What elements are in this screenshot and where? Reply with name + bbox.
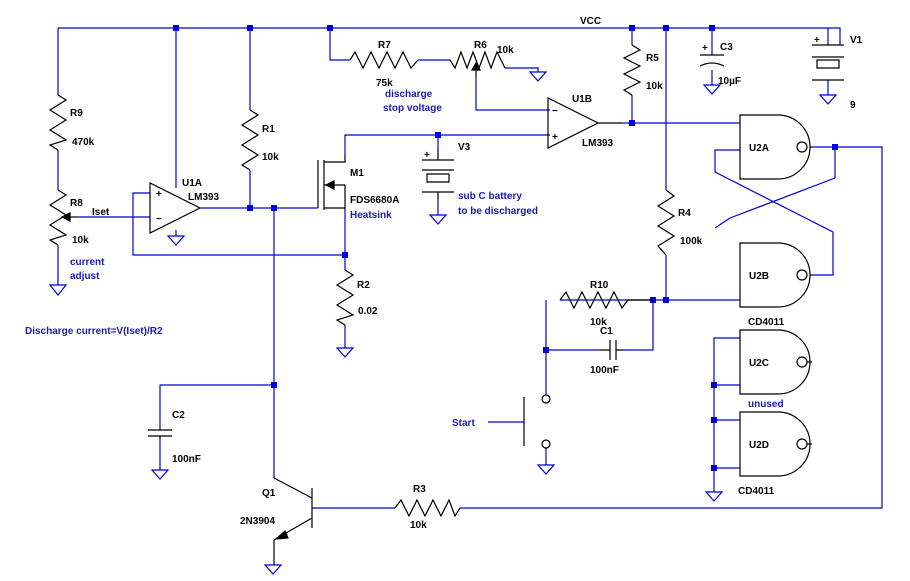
mosfet-m1: M1 FDS6680A Heatsink [317, 155, 399, 221]
iset-label: Iset [92, 207, 110, 218]
v1-value: 9 [850, 100, 856, 111]
v1-ref: V1 [850, 35, 863, 46]
nand-u2c: U2C [739, 329, 812, 395]
ground-symbols [48, 71, 838, 575]
r1-ref: R1 [262, 124, 275, 135]
potentiometer-r6: R6 10k [449, 40, 514, 78]
discharge-note-1: discharge [385, 89, 433, 100]
u2b-ref: U2B [749, 271, 769, 282]
r6-ref: R6 [474, 40, 487, 51]
u2d-value: CD4011 [738, 486, 775, 497]
potentiometer-r8: R8 10k [48, 189, 89, 246]
r7-ref: R7 [378, 40, 391, 51]
c2-value: 100nF [172, 454, 201, 465]
c3-plus: + [702, 43, 708, 54]
junction-dots [173, 25, 838, 471]
resistor-r3: R3 10k [394, 484, 461, 531]
u1a-plus: + [156, 189, 162, 200]
unused-note: unused [748, 399, 784, 410]
resistor-r2: R2 0.02 [335, 269, 378, 326]
q1-ref: Q1 [262, 488, 276, 499]
u1a-ref: U1A [182, 178, 202, 189]
r1-value: 10k [262, 152, 279, 163]
resistor-r7: R7 75k [349, 40, 419, 89]
current-adjust-note-1: current [70, 257, 105, 268]
capacitor-c2: C2 100nF [148, 410, 201, 465]
u1b-ref: U1B [572, 94, 592, 105]
formula-note: Discharge current=V(Iset)/R2 [25, 326, 163, 337]
nand-u2d: U2D CD4011 [738, 411, 812, 497]
v1-plus: + [814, 35, 820, 46]
r3-ref: R3 [413, 484, 426, 495]
r5-value: 10k [646, 81, 663, 92]
r7-value: 75k [376, 78, 393, 89]
v3-plus: + [424, 150, 430, 161]
comparator-u1b: − + U1B LM393 [547, 94, 622, 149]
c1-value: 100nF [590, 365, 619, 376]
resistor-r5: R5 10k [622, 44, 663, 96]
r2-ref: R2 [357, 280, 370, 291]
r6-value: 10k [497, 45, 514, 56]
u1a-value: LM393 [188, 192, 220, 203]
r9-value: 470k [72, 137, 95, 148]
resistor-r4: R4 100k [656, 189, 703, 256]
c3-ref: C3 [720, 42, 733, 53]
resistor-r10: R10 10k [559, 280, 653, 328]
u2c-ref: U2C [749, 358, 769, 369]
resistor-r9: R9 470k [48, 94, 95, 151]
nand-u2a: U2A [739, 114, 811, 180]
c3-value: 10µF [718, 76, 741, 87]
current-adjust-note-2: adjust [70, 271, 100, 282]
c2-ref: C2 [172, 410, 185, 421]
v3-ref: V3 [458, 142, 471, 153]
vcc-label: VCC [580, 16, 601, 27]
r4-value: 100k [680, 236, 703, 247]
battery-v3: + V3 sub C battery to be discharged [422, 142, 538, 217]
r10-ref: R10 [590, 280, 609, 291]
u2d-ref: U2D [749, 440, 769, 451]
r5-ref: R5 [646, 53, 659, 64]
r8-ref: R8 [70, 198, 83, 209]
r4-ref: R4 [678, 208, 691, 219]
m1-heatsink: Heatsink [350, 210, 392, 221]
u1b-plus: + [552, 132, 558, 143]
m1-ref: M1 [350, 168, 364, 179]
r10-value: 10k [590, 317, 607, 328]
nand-u2b: U2B CD4011 [739, 242, 811, 328]
u1a-minus: − [156, 214, 162, 225]
transistor-q1: Q1 2N3904 [240, 477, 313, 565]
u1b-minus: − [552, 106, 558, 117]
r3-value: 10k [410, 520, 427, 531]
battery-v1: + V1 9 [812, 35, 863, 111]
capacitor-c3: + C3 10µF [699, 42, 741, 87]
start-label: Start [452, 418, 475, 429]
r2-value: 0.02 [358, 306, 378, 317]
comparator-u1a: + − U1A LM393 [149, 178, 220, 234]
v3-note-1: sub C battery [458, 191, 522, 202]
v3-note-2: to be discharged [458, 206, 538, 217]
discharge-note-2: stop voltage [383, 103, 442, 114]
u2b-value: CD4011 [748, 317, 785, 328]
resistor-r1: R1 10k [240, 109, 279, 171]
c1-ref: C1 [600, 326, 613, 337]
capacitor-c1: C1 100nF [590, 326, 625, 376]
q1-value: 2N3904 [240, 516, 275, 527]
m1-value: FDS6680A [350, 195, 399, 206]
u1b-value: LM393 [582, 138, 614, 149]
u2a-ref: U2A [749, 143, 769, 154]
r8-value: 10k [72, 235, 89, 246]
r9-ref: R9 [70, 108, 83, 119]
wire-net [57, 27, 883, 509]
start-switch[interactable]: Start [452, 394, 551, 449]
